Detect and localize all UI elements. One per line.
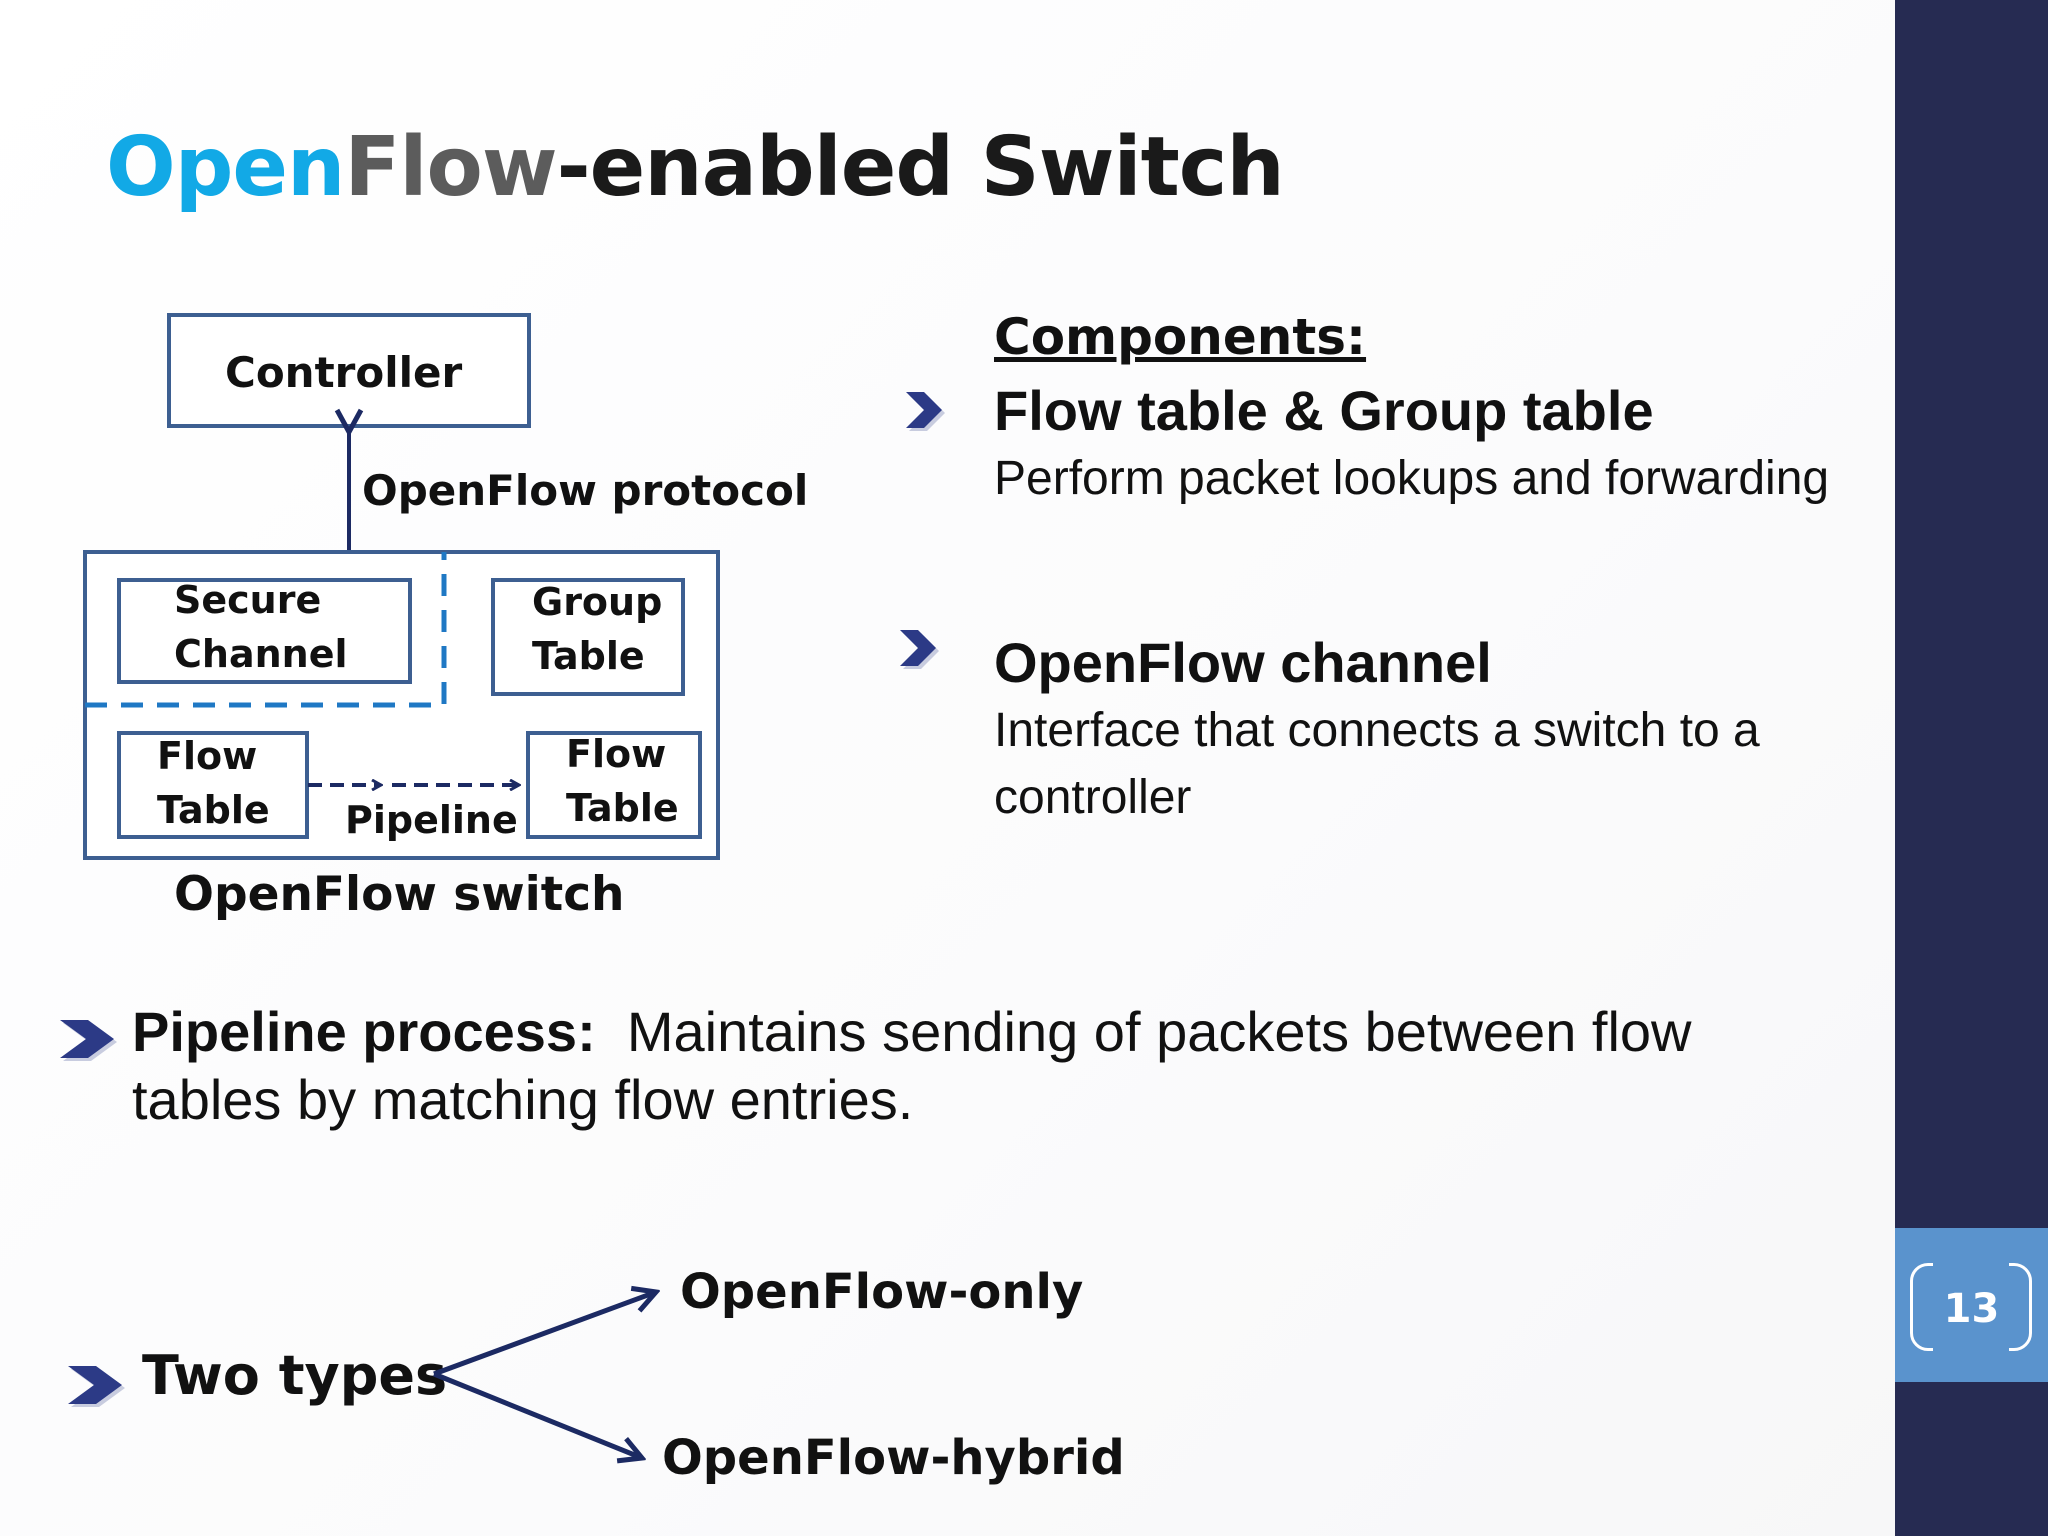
component-1-title: Flow table & Group table: [994, 379, 1654, 442]
openflow-switch-label: OpenFlow switch: [174, 867, 625, 922]
flow-table-2-box: [526, 731, 702, 839]
openflow-switch-diagram: [83, 313, 720, 860]
group-table-label-1: Group: [532, 580, 663, 624]
two-types-branch-arrows: [433, 1270, 660, 1470]
component-2-description: Interface that connects a switch to a co…: [994, 704, 1760, 825]
secure-channel-box: [117, 578, 412, 684]
flow-table-2-label-1: Flow: [566, 732, 667, 776]
pipeline-process-label: Pipeline process:: [132, 1000, 596, 1063]
chevron-bullet-icon: [68, 1366, 125, 1407]
flow-table-2-label-2: Table: [566, 786, 679, 830]
secure-channel-dashed-region: [85, 552, 447, 708]
slide-title: OpenFlow-enabled Switch: [106, 120, 1285, 215]
two-types-label: Two types: [142, 1344, 448, 1407]
flow-table-1-label-2: Table: [157, 788, 270, 832]
title-rest: -enabled Switch: [556, 120, 1285, 215]
components-heading: Components:: [994, 308, 1367, 366]
group-table-box: [491, 578, 685, 696]
controller-box: [167, 313, 531, 428]
pipeline-process-description: Maintains sending of packets between flo…: [132, 1000, 1692, 1132]
secure-channel-label-1: Secure: [174, 578, 322, 622]
chevron-bullet-icon: [60, 1020, 117, 1061]
flow-table-1-label-1: Flow: [157, 734, 258, 778]
type-openflow-only: OpenFlow-only: [680, 1264, 1084, 1320]
component-1-description: Perform packet lookups and forwarding: [994, 452, 1830, 505]
page-number-bracket: [1910, 1262, 2032, 1352]
secure-channel-label-2: Channel: [174, 632, 348, 676]
controller-label: Controller: [225, 348, 463, 397]
type-openflow-hybrid: OpenFlow-hybrid: [662, 1430, 1125, 1486]
title-flow: Flow: [344, 120, 557, 215]
pipeline-process-text: Pipeline process: Maintains sending of p…: [132, 998, 1772, 1135]
openflow-protocol-label: OpenFlow protocol: [362, 466, 809, 515]
page-number: 13: [1943, 1286, 2000, 1332]
chevron-bullet-icon: [906, 392, 945, 431]
title-open: Open: [106, 120, 345, 215]
pipeline-label: Pipeline: [345, 798, 518, 842]
group-table-label-2: Table: [532, 634, 645, 678]
chevron-bullet-icon: [900, 630, 939, 669]
flow-table-1-box: [117, 731, 309, 839]
component-2-title: OpenFlow channel: [994, 631, 1492, 694]
